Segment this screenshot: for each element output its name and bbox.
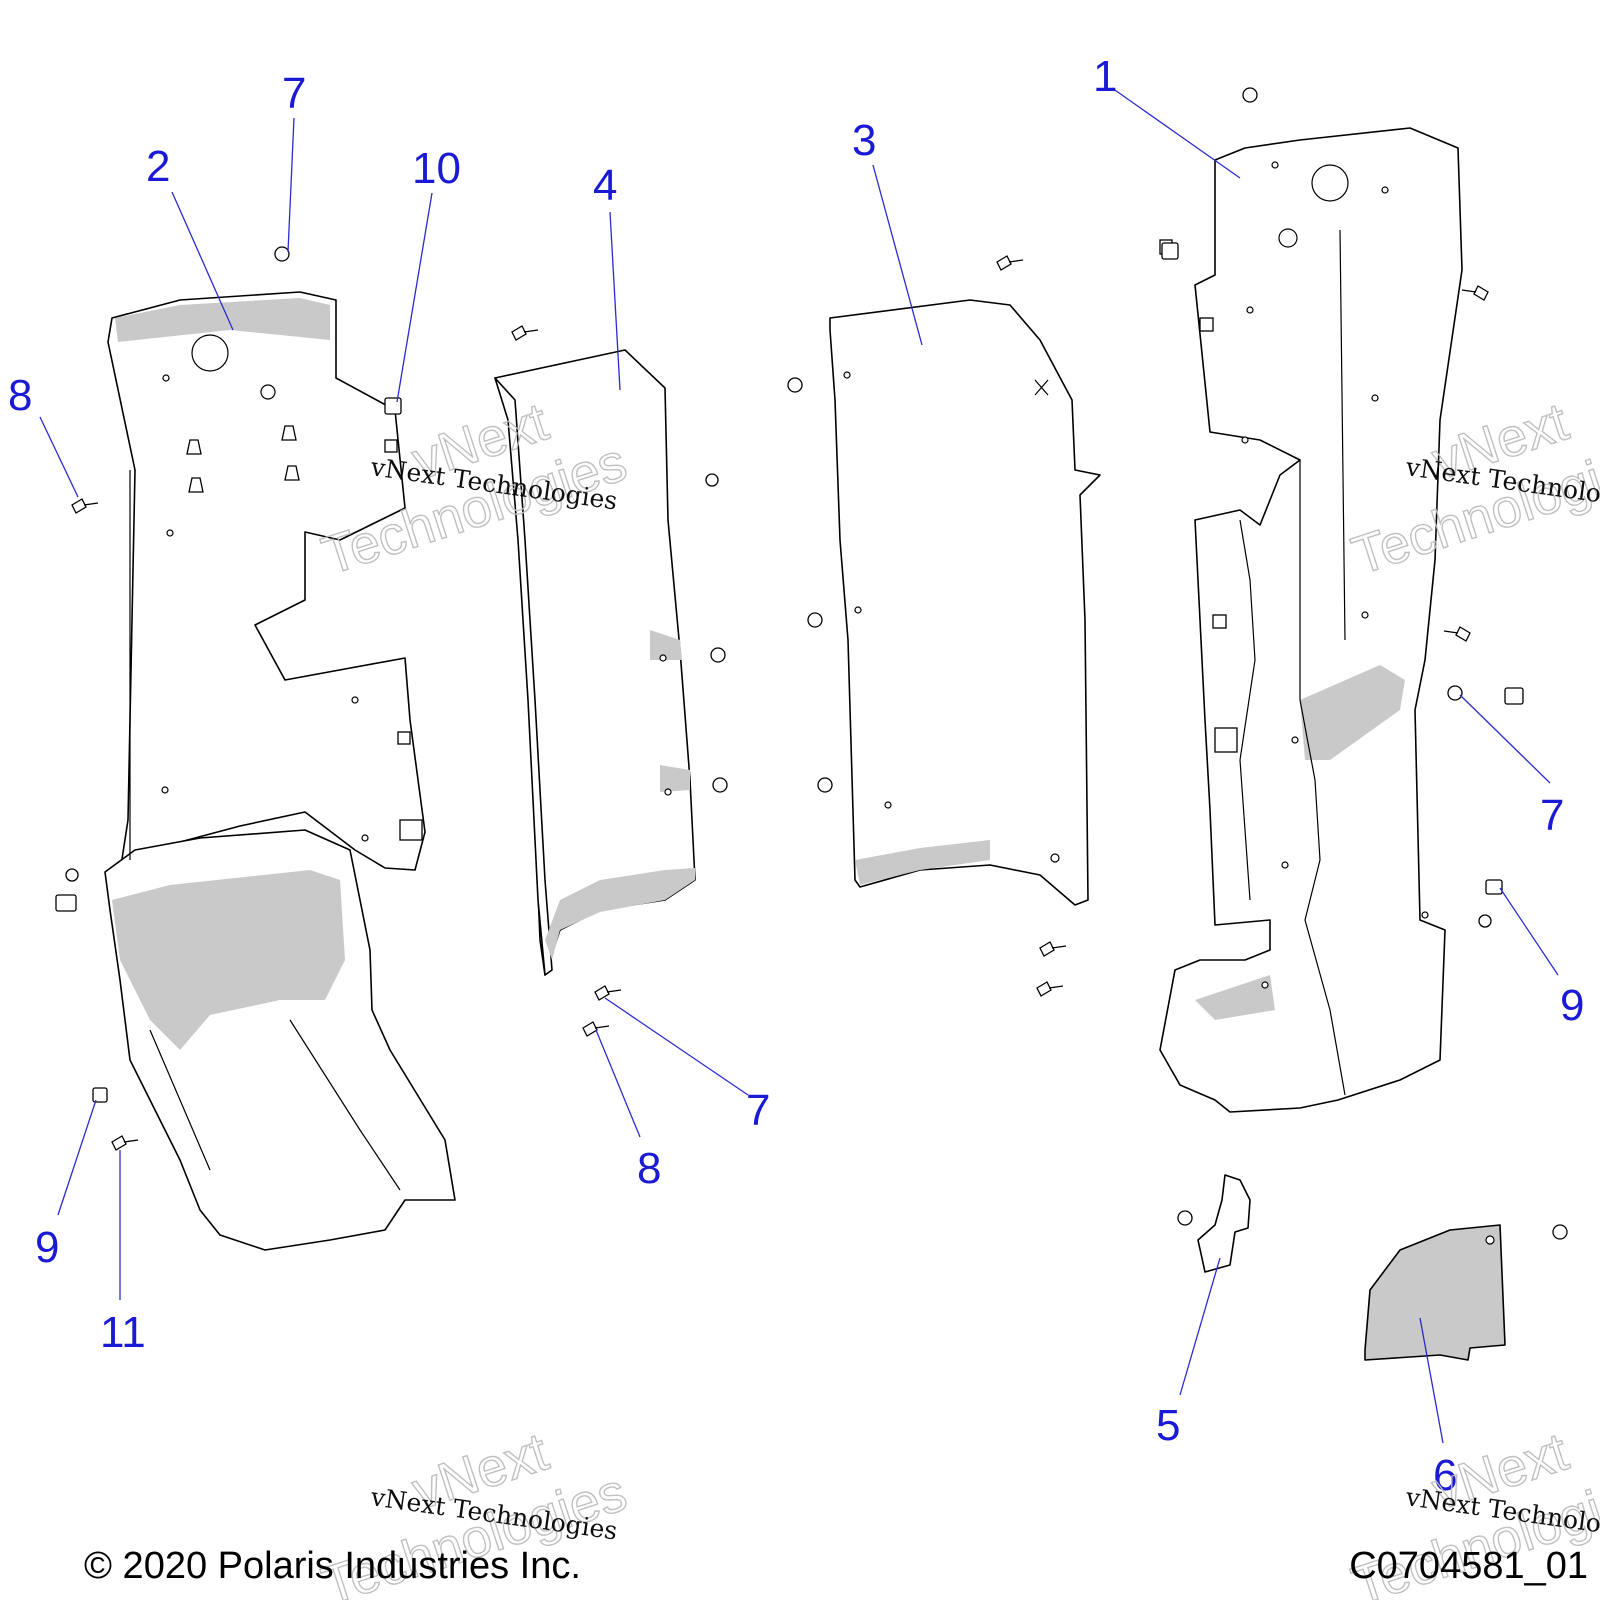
callout-1: 1	[1093, 52, 1117, 101]
callout-8a: 8	[8, 371, 32, 420]
callout-11: 11	[100, 1308, 146, 1357]
part-6-cover	[1364, 1224, 1506, 1361]
callout-7c: 7	[746, 1086, 770, 1135]
drawing-number: C0704581_01	[1349, 1545, 1588, 1587]
part-4-panel	[494, 349, 696, 976]
callout-labels: 1 2 3 4 5 6 7 7 7 8 8 9 9 10 11	[8, 52, 1584, 1500]
callout-10: 10	[412, 144, 461, 193]
leader-lines	[39, 87, 1559, 1444]
callout-5: 5	[1156, 1401, 1180, 1450]
part-5-bracket	[1197, 1174, 1251, 1273]
copyright-text: © 2020 Polaris Industries Inc.	[84, 1545, 581, 1587]
callout-7a: 7	[282, 69, 306, 118]
footer: © 2020 Polaris Industries Inc. C0704581_…	[84, 1545, 1588, 1587]
callout-4: 4	[593, 161, 617, 210]
part-3-panel	[829, 299, 1101, 906]
callout-7b: 7	[1540, 791, 1564, 840]
callout-3: 3	[852, 116, 876, 165]
callout-8b: 8	[637, 1144, 661, 1193]
fasteners	[55, 87, 1568, 1240]
callout-6: 6	[1433, 1451, 1457, 1500]
callout-9a: 9	[35, 1223, 59, 1272]
callout-9b: 9	[1560, 981, 1584, 1030]
part-1-panel	[1159, 127, 1463, 1113]
callout-2: 2	[146, 142, 170, 191]
part-2-panel	[104, 291, 456, 1251]
